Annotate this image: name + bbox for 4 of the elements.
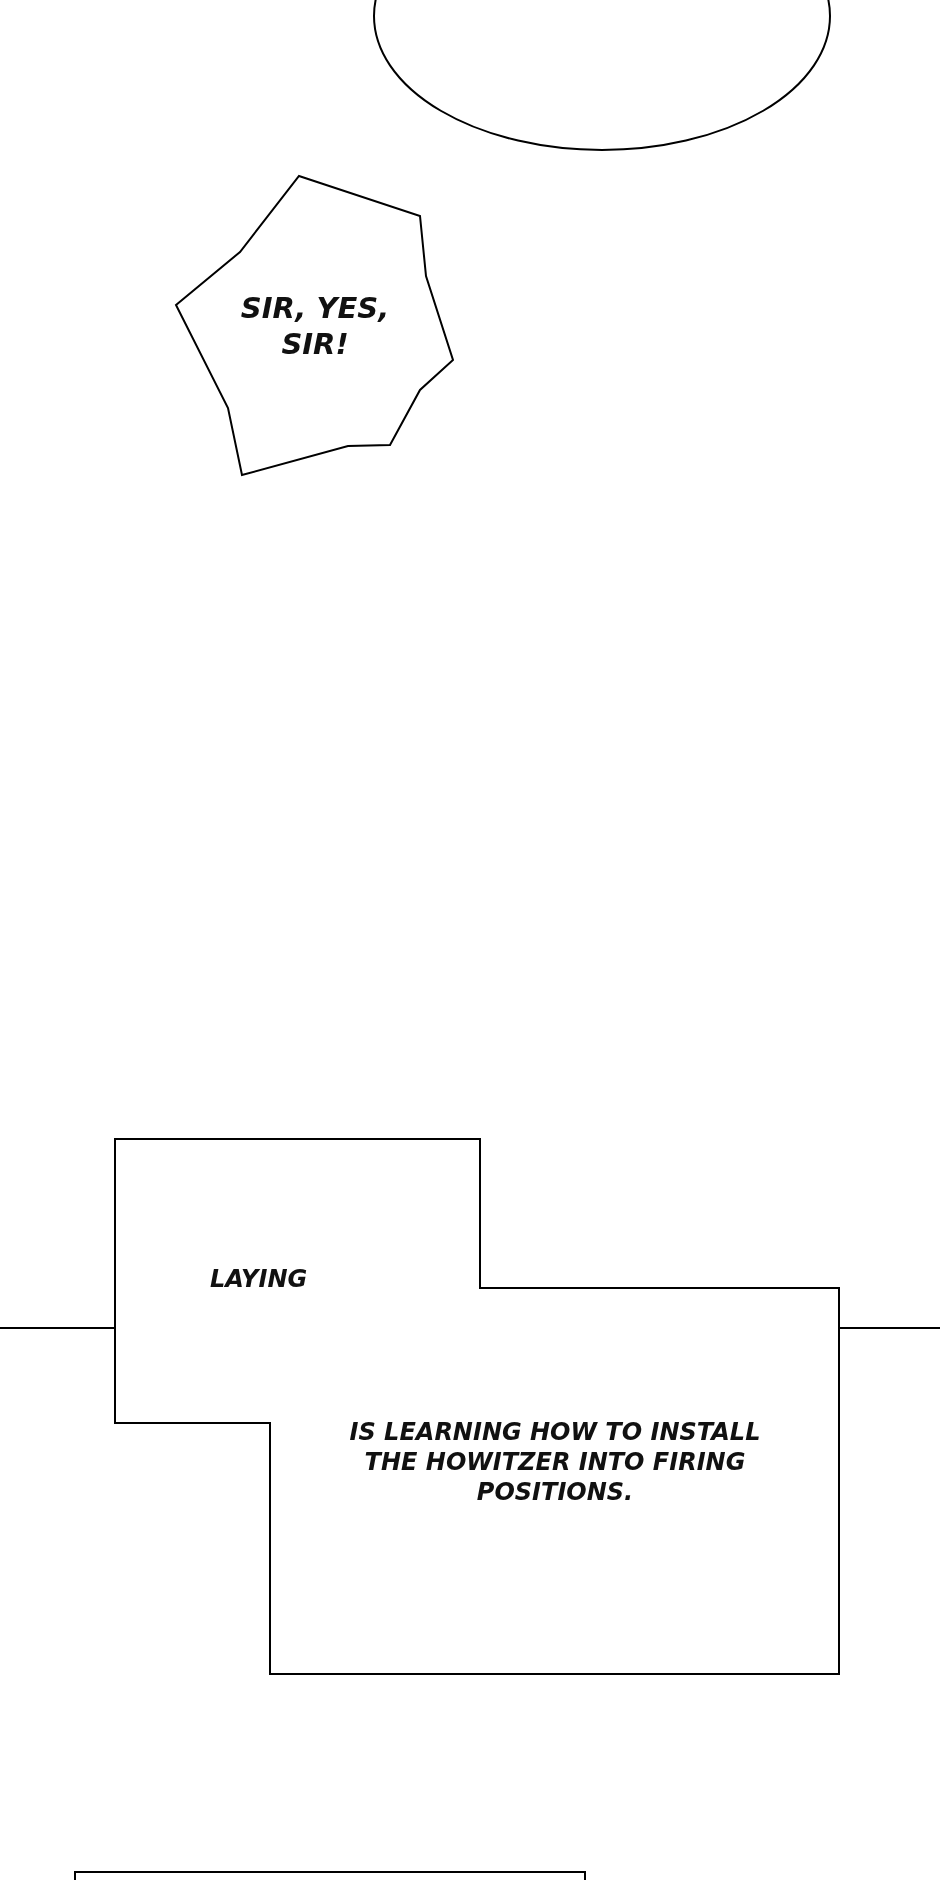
narration-text: LAYING bbox=[210, 1264, 309, 1294]
narration-text: IS LEARNING HOW TO INSTALL THE HOWITZER INTO FIRING POSITIONS. bbox=[348, 1417, 762, 1507]
narration-box bbox=[115, 1139, 839, 1674]
shout-text: SIR, YES, SIR! bbox=[239, 290, 391, 363]
